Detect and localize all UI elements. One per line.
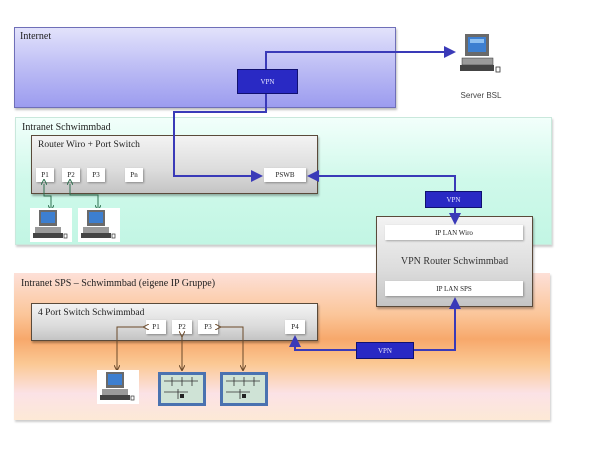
switch-port-p1: P1 — [146, 320, 166, 334]
switch-port-p4: P4 — [285, 320, 305, 334]
vpn-router-title: VPN Router Schwimmbad — [400, 256, 509, 267]
plc-panel-icon-2 — [220, 372, 268, 406]
server-computer-icon — [458, 32, 503, 77]
router-port-p1: P1 — [36, 168, 54, 182]
router-port-p2: P2 — [62, 168, 80, 182]
ip-lan-sps: IP LAN SPS — [385, 281, 523, 296]
sps-zone-label: Intranet SPS – Schwimmbad (eigene IP Gru… — [21, 278, 216, 289]
vpn-badge-sps: VPN — [356, 342, 414, 359]
plc-panel-icon-1 — [158, 372, 206, 406]
router-port-p3: P3 — [87, 168, 105, 182]
pc-icon-1 — [30, 208, 72, 242]
server-label: Server BSL — [460, 91, 502, 100]
pc-icon-2 — [78, 208, 120, 242]
vpn-badge-internet: VPN — [237, 69, 298, 94]
sps-switch-box: 4 Port Switch Schwimmbad — [31, 303, 318, 341]
intranet-zone-label: Intranet Schwimmbad — [22, 122, 111, 133]
vpn-badge-intranet: VPN — [425, 191, 482, 208]
ip-lan-wiro: IP LAN Wiro — [385, 225, 523, 240]
sps-switch-title: 4 Port Switch Schwimmbad — [38, 308, 145, 318]
internet-zone-label: Internet — [20, 31, 52, 42]
switch-port-p2: P2 — [172, 320, 192, 334]
router-wiro-box: Router Wiro + Port Switch — [31, 135, 318, 194]
router-port-pn: Pn — [125, 168, 143, 182]
internet-zone: Internet — [14, 27, 396, 108]
router-wiro-title: Router Wiro + Port Switch — [38, 140, 140, 150]
pc-icon-3 — [97, 370, 139, 404]
switch-port-p3: P3 — [198, 320, 218, 334]
router-port-pswb: PSWB — [264, 168, 306, 182]
